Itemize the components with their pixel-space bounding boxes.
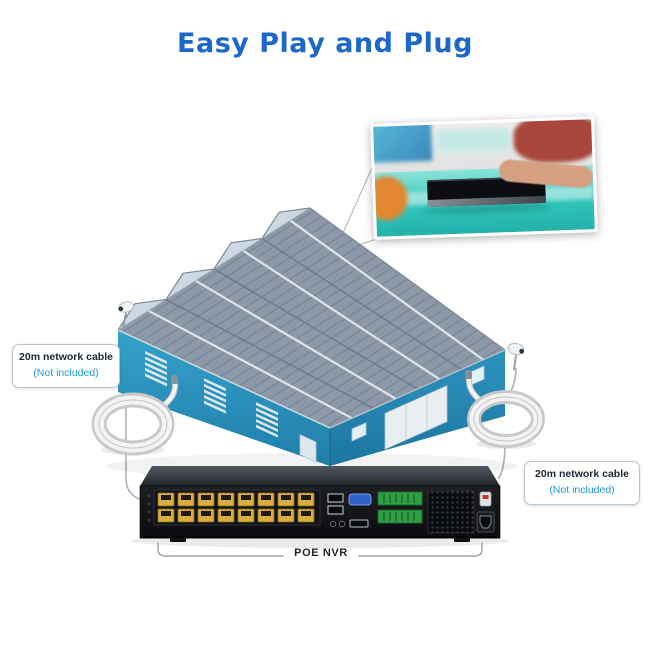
photo-person: [512, 116, 598, 164]
hdmi-port: [349, 519, 369, 528]
gable-ends: [117, 207, 311, 331]
cable-not-included-text: (Not included): [33, 366, 99, 379]
photo-highlight: [437, 128, 511, 153]
callout-left-cable: 20m network cable (Not included): [12, 344, 120, 388]
left-wall: [118, 330, 330, 466]
cable-label-text: 20m network cable: [535, 468, 629, 480]
io-ports: [327, 493, 372, 528]
usb-port: [327, 493, 344, 503]
vga-port: [348, 493, 372, 506]
usb-port: [327, 505, 344, 515]
power-section: [476, 491, 495, 533]
cable-coil-left-icon: [91, 375, 179, 456]
callout-right-cable: 20m network cable (Not included): [524, 461, 640, 505]
warehouse-building: [117, 207, 507, 466]
page-title: Easy Play and Plug: [177, 28, 473, 59]
garage-door: [384, 385, 448, 450]
window: [351, 422, 367, 442]
ethernet-ports: [153, 489, 321, 526]
vent-grille: [427, 490, 475, 534]
nvr-top-face: [140, 466, 500, 486]
wall-vents: [145, 350, 317, 463]
side-door: [299, 434, 317, 463]
inset-photo: [370, 116, 598, 240]
audio-jack: [338, 520, 346, 528]
terminal-block: [377, 491, 423, 524]
right-wall: [329, 350, 505, 466]
cable-not-included-text: (Not included): [549, 483, 615, 496]
roof: [117, 207, 507, 429]
cable-label-text: 20m network cable: [19, 351, 113, 363]
security-camera-left-icon: [118, 301, 134, 329]
cable-coil-right-icon: [465, 370, 545, 449]
nvr-bracket: [157, 542, 483, 557]
poe-nvr-device: [139, 466, 501, 542]
nvr-label: POE NVR: [294, 547, 348, 559]
audio-jack: [329, 520, 337, 528]
photo-monitor: [370, 120, 433, 163]
security-camera-right-icon: [507, 342, 525, 371]
